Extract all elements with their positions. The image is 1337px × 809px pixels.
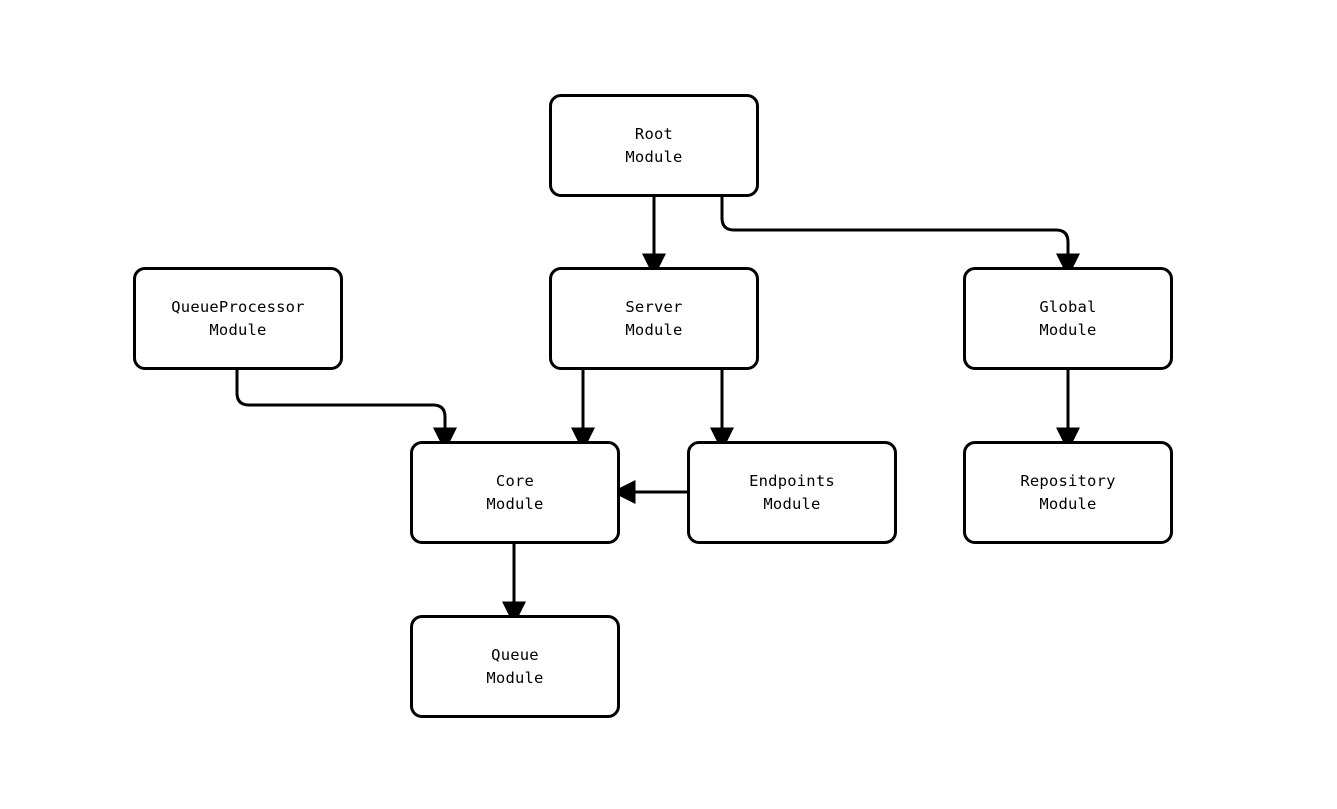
node-repository-module-line2: Module [1039, 494, 1097, 513]
node-server-module-line1: Server [625, 298, 683, 317]
node-root-module[interactable]: Root Module [549, 94, 759, 197]
node-endpoints-module-line2: Module [763, 494, 821, 513]
node-queueprocessor-module-line1: QueueProcessor [171, 298, 305, 317]
edge-queueprocessor-to-core [235, 370, 457, 452]
node-global-module-line2: Module [1039, 320, 1097, 339]
node-queue-module[interactable]: Queue Module [410, 615, 620, 718]
node-repository-module[interactable]: Repository Module [963, 441, 1173, 544]
node-queue-module-line2: Module [486, 668, 544, 687]
node-root-module-line2: Module [625, 147, 683, 166]
node-repository-module-line1: Repository [1020, 472, 1116, 491]
node-queueprocessor-module-line2: Module [209, 320, 267, 339]
node-endpoints-module-line1: Endpoints [749, 472, 835, 491]
node-core-module-line1: Core [495, 472, 535, 491]
edge-root-to-global [720, 197, 1080, 278]
node-endpoints-module[interactable]: Endpoints Module [687, 441, 897, 544]
node-global-module[interactable]: Global Module [963, 267, 1173, 370]
node-server-module[interactable]: Server Module [549, 267, 759, 370]
node-core-module-line2: Module [486, 494, 544, 513]
node-core-module[interactable]: Core Module [410, 441, 620, 544]
node-global-module-line1: Global [1039, 298, 1097, 317]
node-queueprocessor-module[interactable]: QueueProcessor Module [133, 267, 343, 370]
node-queue-module-line1: Queue [491, 646, 539, 665]
node-server-module-line2: Module [625, 320, 683, 339]
node-root-module-line1: Root [634, 125, 674, 144]
